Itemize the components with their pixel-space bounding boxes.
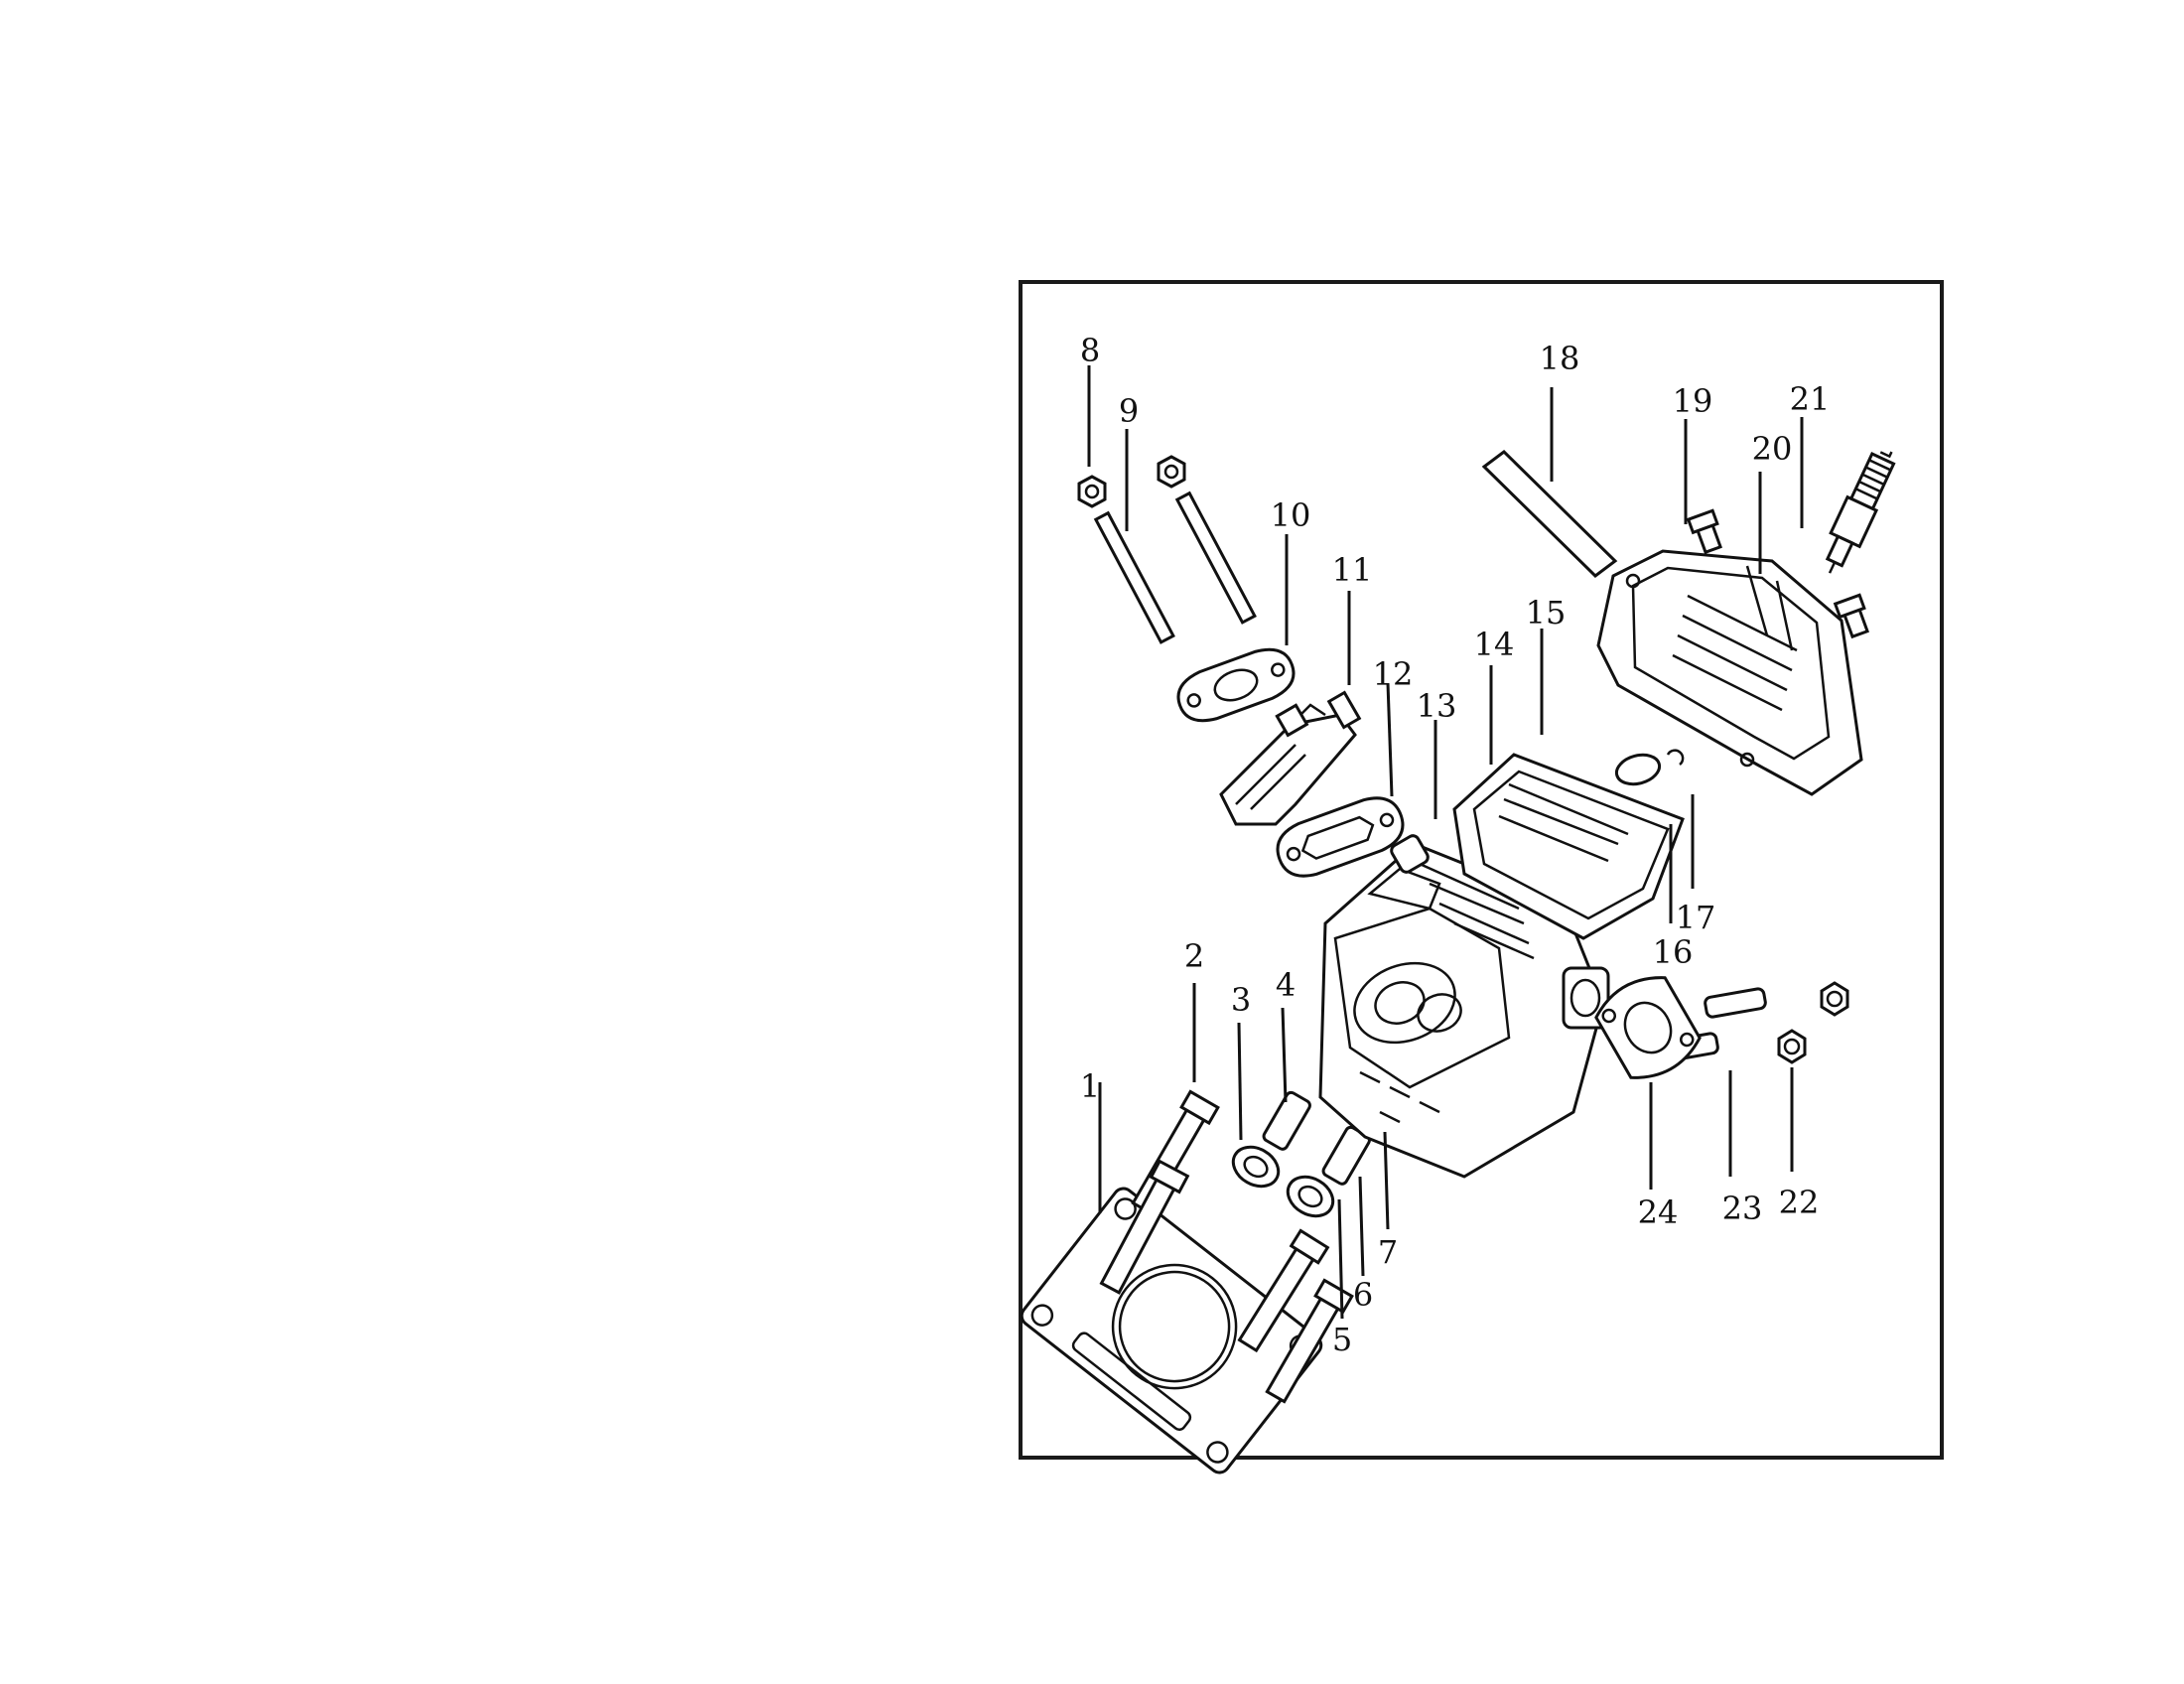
part-exhaust-port-gasket — [1594, 976, 1702, 1079]
callout-13: 13 — [1417, 687, 1457, 725]
callout-11: 11 — [1332, 551, 1373, 589]
part-head-gasket — [1020, 1187, 1323, 1474]
part-filter-strip — [1481, 450, 1618, 578]
callout-20: 20 — [1752, 430, 1793, 468]
callout-22: 22 — [1779, 1184, 1820, 1221]
part-rocker-cover-gaskets — [1452, 753, 1685, 940]
callout-6: 6 — [1353, 1276, 1373, 1314]
part-studs — [1093, 491, 1257, 644]
callout-19: 19 — [1673, 382, 1713, 420]
callout-3: 3 — [1231, 981, 1251, 1019]
part-rocker-assembly — [1219, 690, 1362, 826]
part-spark-plug — [1825, 451, 1896, 574]
part-head-bolts — [1099, 1089, 1354, 1404]
callout-12: 12 — [1373, 655, 1414, 693]
diagram-frame — [1019, 280, 1944, 1460]
callout-labels: 1 2 3 4 5 6 7 8 9 10 11 12 13 14 15 16 1… — [1080, 332, 1831, 1358]
callout-1: 1 — [1080, 1067, 1100, 1105]
callout-15: 15 — [1526, 594, 1567, 632]
part-rocker-cover — [1596, 549, 1863, 796]
callout-7: 7 — [1378, 1233, 1398, 1271]
callout-21: 21 — [1790, 380, 1831, 418]
callout-23: 23 — [1722, 1190, 1763, 1227]
callout-18: 18 — [1540, 340, 1580, 377]
callout-17: 17 — [1676, 899, 1716, 936]
leader-lines — [1087, 365, 1804, 1320]
callout-8: 8 — [1080, 332, 1100, 369]
callout-5: 5 — [1332, 1321, 1352, 1358]
part-valve-seals — [1231, 1145, 1335, 1218]
part-nuts-exhaust — [1777, 981, 1849, 1064]
callout-2: 2 — [1184, 937, 1204, 975]
callout-9: 9 — [1119, 392, 1139, 430]
callout-4: 4 — [1276, 966, 1296, 1004]
part-nuts-top — [1077, 455, 1186, 508]
callout-10: 10 — [1271, 496, 1311, 534]
callout-14: 14 — [1474, 626, 1515, 663]
part-exhaust-gasket — [1276, 796, 1405, 878]
callout-16: 16 — [1653, 933, 1694, 971]
callout-24: 24 — [1638, 1193, 1679, 1231]
part-cylinder-head — [1318, 834, 1610, 1179]
part-oring-clip — [1614, 749, 1685, 786]
part-intake-gasket — [1176, 647, 1296, 723]
